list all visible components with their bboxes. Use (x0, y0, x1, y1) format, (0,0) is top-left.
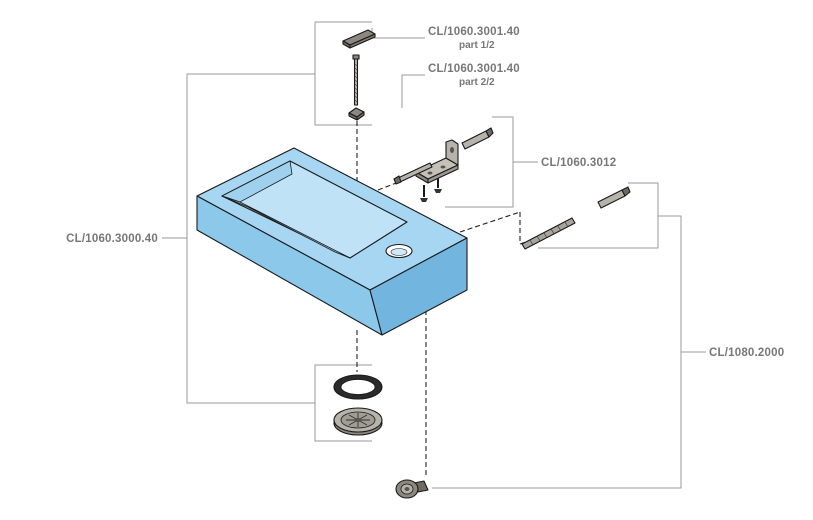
leader-drain-box (314, 364, 372, 442)
drain-ring-icon (333, 374, 383, 400)
washbasin-icon (196, 147, 468, 336)
label-cap-sub: part 1/2 (459, 40, 495, 51)
fixing-cap-icon (342, 29, 376, 49)
label-cap-code: CL/1060.3001.40 (428, 26, 520, 38)
label-bolt-sub: part 2/2 (459, 77, 495, 88)
drain-plug-icon (333, 407, 383, 436)
label-basin-code: CL/1060.3000.40 (66, 233, 158, 245)
waste-valve-icon (395, 479, 429, 499)
wall-bracket-icon (415, 139, 459, 184)
basin-right-face (369, 237, 468, 336)
leader-cap-box (314, 21, 372, 126)
wall-screw-icon (393, 127, 631, 250)
fixing-bolt-icon (348, 54, 365, 121)
leader-lines (162, 21, 706, 489)
label-bolt-code: CL/1060.3001.40 (428, 63, 520, 75)
part-labels: CL/1060.3001.40 part 1/2 CL/1060.3001.40… (66, 26, 784, 359)
label-waste-code: CL/1080.2000 (709, 347, 784, 359)
label-bracket-code: CL/1060.3012 (541, 157, 616, 169)
